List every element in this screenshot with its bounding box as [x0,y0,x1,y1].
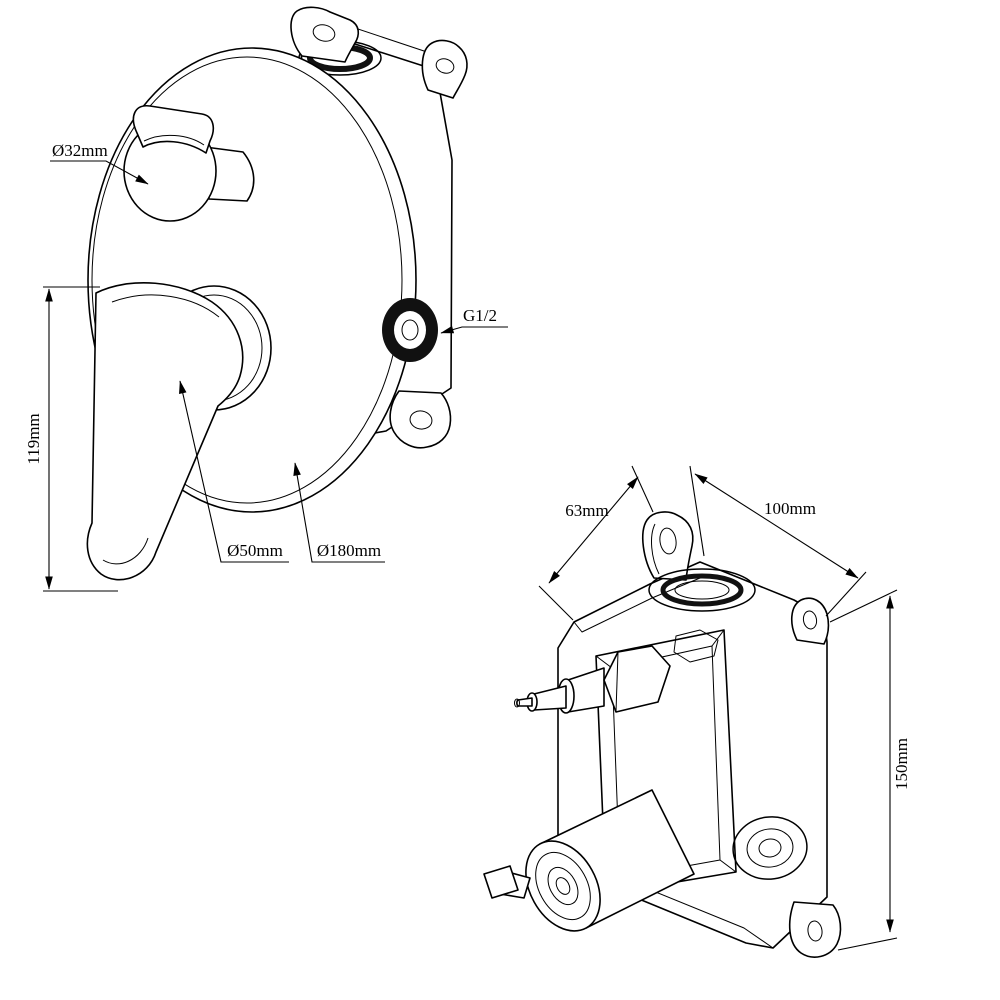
dim-width-label: 100mm [764,499,816,518]
dim-outlet-thread: G1/2 [440,306,508,334]
dim-handle-label: Ø50mm [227,541,283,560]
cartridge-tip-face [514,698,520,708]
volume-cartridge [483,789,695,932]
lug-top-right [791,597,830,645]
lever-handle [86,281,244,581]
diverter-knob [123,105,255,222]
top-right-lug-hole [802,610,818,630]
dim-knob-leader [50,160,149,185]
ear-bottom-hole [409,410,433,430]
dim-depth-label: 63mm [565,501,608,520]
mounting-ear-bottom [389,390,452,449]
dim-body-height: 150mm [829,589,911,951]
dim-knob-label: Ø32mm [52,141,108,160]
thermostatic-cartridge [514,645,671,714]
dim-outlet-label: G1/2 [463,306,497,325]
inner-boss [673,629,719,663]
dim-plate-diameter: Ø180mm [293,462,385,563]
top-lug-outline [641,511,694,581]
recess-corner-line-tl [595,655,613,669]
knob-lever [132,105,215,154]
knob-lever-detail [143,134,205,146]
side-port-mid [746,828,794,868]
top-right-lug-outline [791,597,830,645]
top-lug-hole [659,527,677,555]
side-port-outer [732,816,808,880]
volume-end-ring-1 [535,851,591,921]
volume-end-ring-3 [555,877,571,895]
dim-width: 100mm [689,465,867,617]
dim-outlet-leader [440,325,508,334]
iso-view: 63mm 100mm 150mm [483,465,911,958]
dim-handle-base-diameter: Ø50mm [179,380,289,563]
dim-depth-line [548,476,639,584]
lug-bottom-right [788,901,842,958]
dim-width-line [694,473,859,579]
inlet-bore [674,580,730,600]
volume-end-ring-2 [547,866,579,906]
dim-body-height-ext-top [829,589,898,623]
volume-square-stub [483,865,519,899]
dim-knob-diameter: Ø32mm [50,141,149,185]
dim-plate-label: Ø180mm [317,541,381,560]
dim-depth: 63mm [538,465,654,621]
front-view: Ø32mm 119mm Ø50mm Ø180mm G1/2 [24,6,508,592]
top-mounting-lug [641,511,694,581]
dim-height-label: 119mm [24,413,43,464]
mounting-ear-top-right [421,39,468,99]
mixer-lever [86,281,272,581]
outlet-port [382,298,438,362]
dim-depth-ext-b [538,585,574,621]
dim-handle-leader [179,380,289,563]
iso-dimensions: 63mm 100mm 150mm [538,465,911,951]
side-outlet-port [732,816,808,880]
ear-top-left-hole [312,24,336,42]
dim-plate-leader [293,462,385,563]
dim-body-height-ext-bottom [837,937,898,951]
bottom-right-lug-outline [788,901,842,958]
front-dimensions: Ø32mm 119mm Ø50mm Ø180mm G1/2 [24,141,508,592]
recess-corner-line-br [719,859,737,873]
top-lug-inner-edge [651,523,660,575]
plate-inner-edge [91,56,403,504]
hex-facet-line [615,651,619,713]
side-port-bore [758,838,782,858]
dim-body-height-label: 150mm [892,738,911,790]
volume-end-face [525,840,601,932]
port-bore [401,319,419,341]
port-ring-inner [394,311,426,349]
lever-end-detail [102,537,149,565]
mounting-ear-top-left [290,6,360,63]
recess-corner-line-tr [711,629,725,647]
dim-height: 119mm [24,286,118,592]
ear-top-right-hole [435,58,455,74]
dim-width-ext-b [825,571,867,617]
lever-handle-detail [111,294,220,318]
cartridge-tip [516,697,533,707]
knob-side-cylinder [204,146,255,202]
dim-depth-ext-a [631,465,654,513]
bottom-right-lug-hole [807,920,823,942]
